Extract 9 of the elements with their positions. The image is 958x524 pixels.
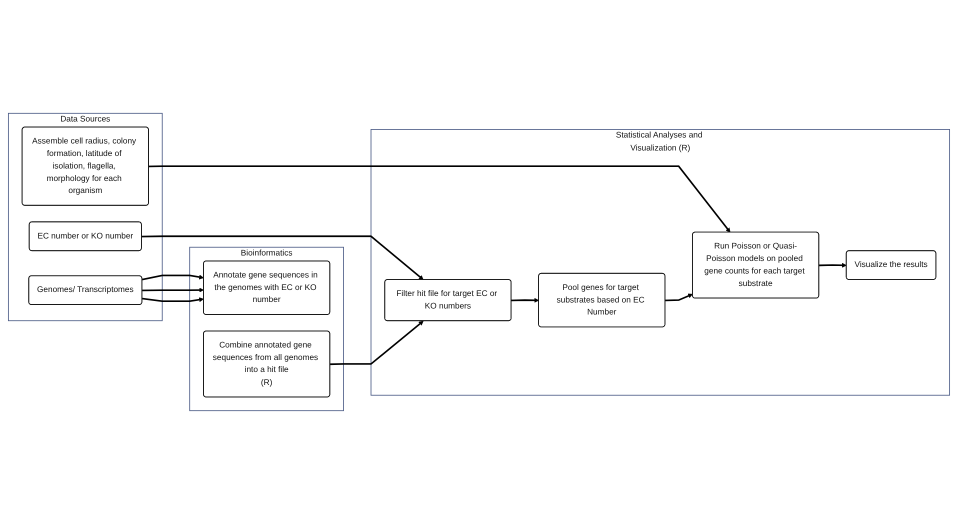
arrow: [330, 320, 424, 366]
arrow: [142, 235, 424, 280]
arrow: [142, 288, 204, 292]
arrow: [142, 297, 204, 302]
arrow: [511, 298, 540, 303]
arrow: [819, 262, 847, 268]
arrow: [665, 294, 693, 302]
arrow: [148, 165, 730, 233]
arrow: [142, 274, 204, 280]
